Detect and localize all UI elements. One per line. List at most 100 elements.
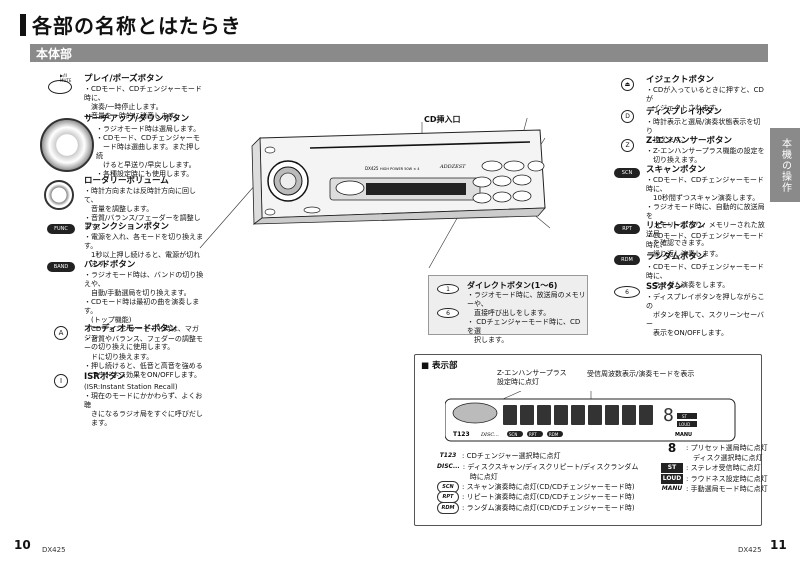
play-pause-button-icon [48,80,72,94]
rotary-volume-name: ロータリーボリューム [84,176,169,186]
z-enhancer-indicator-label: Z-エンハンサープラス 設定時に点灯 [497,369,567,386]
z-enhancer-button-name: Z-エンハンサーボタン [646,136,733,146]
legend-stereo: ST: ステレオ受信時に点灯 [661,463,768,474]
audio-mode-button-desc: ・音質やバランス、フェダーの調整モー ドに切り換えます。 ・押し続けると、低音と… [84,335,203,379]
random-button-desc: ・CDモード、CDチェンジャーモード時に、 ランダム演奏をします。 [646,263,764,289]
lcd-repeat-indicator: RPT [529,432,537,437]
legend-stereo-text: : ステレオ受信時に点灯 [686,464,761,473]
lcd-panel: 8 T123 DISC... SCN RPT RDM ST LOUD MANU [445,391,736,442]
direct-button-1-icon: 1 [437,284,459,294]
lcd-scan-indicator: SCN [509,432,517,437]
function-button-info: ファンクションボタン ・電源を入れ、各モードを切り換えます。 1秒以上押し続ける… [84,222,204,269]
search-button-name: サーチアップ/ダウンボタン [84,114,190,124]
random-button-name: ランダムボタン [646,252,706,262]
function-button-desc: ・電源を入れ、各モードを切り換えます。 1秒以上押し続けると、電源が切れ ます。 [84,233,204,268]
play-pause-button-info-text: プレイ/ポーズボタン ・CDモード、CDチェンジャーモード時に、 演奏/一時停止… [84,74,204,121]
repeat-button-icon: RPT [614,224,640,234]
legend-t123-text: : CDチェンジャー選択時に点灯 [462,452,561,461]
page-title: 各部の名称とはたらき [32,14,242,38]
unit-brand-label: ADDZEST [439,164,466,170]
legend-scan: SCN: スキャン演奏時に点灯(CD/CDチェンジャーモード時) [437,480,638,493]
search-button-desc: ・ラジオモード時は選局します。 ・CDモード、CDチェンジャーモ ード時は選曲し… [96,125,201,178]
repeat-button-desc: ・CDモード、CDチェンジャーモード時に、 繰り返し演奏します。 [646,232,764,258]
z-enhancer-button-desc: ・Z-エンハンサープラス機能の設定を 切り換えます。 [646,147,765,164]
audio-mode-button-info: オーディオモードボタン ・音質やバランス、フェダーの調整モー ドに切り換えます。… [84,324,204,380]
display-section: ■ 表示部 Z-エンハンサープラス 設定時に点灯 受信周波数表示/演奏モードを表… [414,354,768,526]
ss-button-icon: 6 [614,286,640,298]
repeat-button-name: リピートボタン [646,221,706,231]
rotary-volume-info: ロータリーボリューム ・時計方向または反時計方向に回して、 音量を調整します。 … [84,176,204,232]
right-footer-model: DX425 [738,546,762,554]
ss-button-info: SSボタン ・ディスプレイボタンを押しながらこの ボタンを押して、スクリーンセー… [646,282,766,338]
scan-button-icon: SCN [614,168,640,178]
lcd-disc-indicator: DISC... [480,432,499,438]
display-legend-right: 8 : プリセット選局時に点灯 ディスク選択時に点灯 ST: ステレオ受信時に点灯… [661,441,768,495]
side-tab: 本機の操作 [770,128,800,202]
left-footer-model: DX425 [42,546,66,554]
isr-button-name: ISRボタン [84,372,126,382]
display-button-icon: D [621,110,634,123]
legend-disc-text: : ディスクスキャン/ディスクリピート/ディスクランダム 時に点灯 [462,462,639,481]
lcd-manual-indicator: MANU [675,432,692,438]
unit-model-label: DX425 [365,166,379,171]
legend-disc: DISC...: ディスクスキャン/ディスクリピート/ディスクランダム 時に点灯 [437,462,638,482]
legend-loud-text: : ラウドネス設定時に点灯 [686,474,768,483]
lcd-preset-digit: 8 [663,405,674,426]
rotary-volume-icon [44,180,74,210]
eject-button-icon: ⏏ [621,78,634,91]
scan-button-info: スキャンボタン ・CDモード、CDチェンジャーモード時に、 10秒間ずつスキャン… [646,165,766,248]
legend-t123: T123 : CDチェンジャー選択時に点灯 [437,451,638,462]
left-page-number: 10 [14,538,31,552]
legend-loud-mark: LOUD [661,473,683,484]
display-button-name: ディスプレイボタン [646,107,722,117]
unit-power-label: HIGH POWER 50W × 4 [380,167,420,171]
cd-slot-label: CD挿入口 [424,115,461,124]
direct-buttons-desc: ・ラジオモード時に、放送局のメモリーや、 直接呼び出しをします。 ・ CDチェン… [467,291,586,344]
lcd-loud-indicator: LOUD [679,422,690,427]
display-button-info: ディスプレイボタン ・時計表示と選局/演奏状態表示を切り 換えます。 [646,107,766,145]
rotary-volume-desc: ・時計方向または反時計方向に回して、 音量を調整します。 ・音質/バランス/フェ… [84,187,201,231]
legend-manual-mark: MANU [661,485,683,493]
search-up-down-knob-icon [40,118,94,172]
legend-preset-text: : プリセット選局時に点灯 ディスク選択時に点灯 [686,444,768,462]
play-pause-button-desc: ・CDモード、CDチェンジャーモード時に、 演奏/一時停止します。 ・音量を一時… [84,85,202,120]
direct-buttons-info: ダイレクトボタン(1～6) ・ラジオモード時に、放送局のメモリーや、 直接呼び出… [467,280,587,345]
eject-button-info: イジェクトボタン ・CDが入っているときに押すと、CDが イジェクトされます。 [646,75,766,113]
lcd-stereo-indicator: ST [682,414,688,419]
direct-buttons-box: 1 6 ダイレクトボタン(1～6) ・ラジオモード時に、放送局のメモリーや、 直… [428,275,588,344]
ss-button-name: SSボタン [646,282,684,292]
title-accent-bar [20,14,26,36]
legend-random-mark: RDM [437,501,459,514]
z-enhancer-button-icon: Z [621,139,634,152]
legend-random-text: : ランダム演奏時に点灯(CD/CDチェンジャーモード時) [462,503,635,512]
scan-button-name: スキャンボタン [646,165,706,175]
isr-button-desc: (ISR:Instant Station Recall) ・現在のモードにかかわ… [84,383,203,427]
section-label: 本体部 [36,47,73,61]
search-button-info: サーチアップ/ダウンボタン ・ラジオモード時は選局します。 ・CDモード、CDチ… [84,114,204,179]
legend-t123-mark: T123 [439,452,457,460]
legend-disc-mark: DISC... [437,462,460,470]
legend-repeat-text: : リピート演奏時に点灯(CD/CDチェンジャーモード時) [462,493,635,502]
band-button-name: バンドボタン [84,260,136,270]
right-page-number: 11 [770,538,787,552]
legend-stereo-mark: ST [661,463,683,474]
direct-buttons-name: ダイレクトボタン(1～6) [467,281,558,290]
play-pause-icon-label: ▶/II MUTE [60,73,72,83]
band-button-icon: BAND [47,262,75,272]
frequency-display-label: 受信周波数表示/演奏モードを表示 [587,370,695,378]
legend-scan-text: : スキャン演奏時に点灯(CD/CDチェンジャーモード時) [462,482,635,491]
direct-button-6-icon: 6 [437,308,459,318]
display-button-desc: ・時計表示と選局/演奏状態表示を切り 換えます。 [646,118,761,144]
lcd-random-indicator: RDM [549,432,559,437]
lcd-t123-indicator: T123 [453,431,470,438]
play-pause-button-name: プレイ/ポーズボタン [84,74,164,84]
legend-manual: MANU: 手動選局モード時に点灯 [661,484,768,495]
legend-preset-mark: 8 [667,441,677,455]
legend-random: RDM: ランダム演奏時に点灯(CD/CDチェンジャーモード時) [437,501,638,514]
head-unit-illustration: DX425 HIGH POWER 50W × 4 ADDZEST [199,118,550,268]
repeat-button-info: リピートボタン ・CDモード、CDチェンジャーモード時に、 繰り返し演奏します。 [646,221,766,259]
band-button-info: バンドボタン ・ラジオモード時は、バンドの切り換えや、 自動/手動選局を切り換え… [84,260,204,352]
band-button-desc: ・ラジオモード時は、バンドの切り換えや、 自動/手動選局を切り換えます。 ・CD… [84,271,204,351]
function-button-name: ファンクションボタン [84,222,170,232]
random-button-info: ランダムボタン ・CDモード、CDチェンジャーモード時に、 ランダム演奏をします… [646,252,766,290]
